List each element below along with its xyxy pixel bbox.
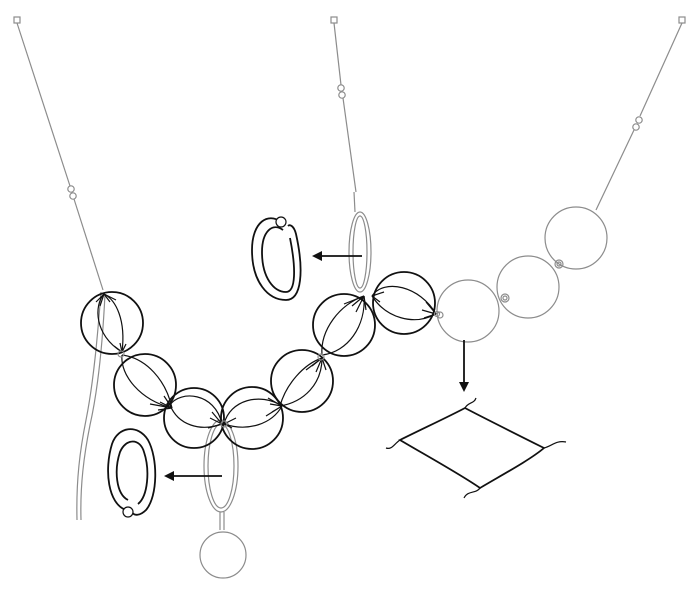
strand-middle-link-1 [338, 85, 344, 91]
arrow-icon-down [459, 340, 469, 392]
strand-middle-oval-ring [349, 212, 371, 292]
strand-left-clasp [14, 17, 20, 23]
strand-left-link-2 [70, 193, 76, 199]
strand-middle-link-2 [339, 92, 345, 98]
pendant-bead [200, 532, 246, 578]
plain-beads [437, 207, 607, 342]
pendant-oval-ring [204, 420, 238, 512]
strand-right-link-2 [633, 124, 639, 130]
plain-bead-1 [545, 207, 607, 269]
fabric-bead-a [81, 292, 143, 354]
fabric-bead-c [164, 388, 224, 448]
fabric-bead-d [221, 387, 283, 449]
strand-right-link-1 [636, 117, 642, 123]
fabric-square-icon [386, 398, 566, 498]
strand-right [596, 17, 685, 210]
jump-ring-icon-top [252, 217, 301, 300]
pendant-drop [200, 420, 246, 578]
bead-connector-2 [501, 294, 509, 302]
strand-middle [331, 17, 371, 292]
strand-right-clasp [679, 17, 685, 23]
plain-bead-3 [437, 280, 499, 342]
strand-middle-oval-ring-inner [353, 216, 367, 288]
fabric-beads [81, 272, 440, 449]
plain-bead-2 [497, 256, 559, 318]
jump-ring-icon-bottom [108, 429, 155, 517]
fabric-bead-f [313, 294, 375, 356]
fabric-bead-g [372, 272, 436, 334]
arrow-icon-bottom [164, 471, 222, 481]
strand-left [14, 17, 105, 520]
strand-middle-clasp [331, 17, 337, 23]
bead-connector-3 [437, 312, 443, 318]
arrow-icon-top [312, 251, 362, 261]
strand-left-link-1 [68, 186, 74, 192]
